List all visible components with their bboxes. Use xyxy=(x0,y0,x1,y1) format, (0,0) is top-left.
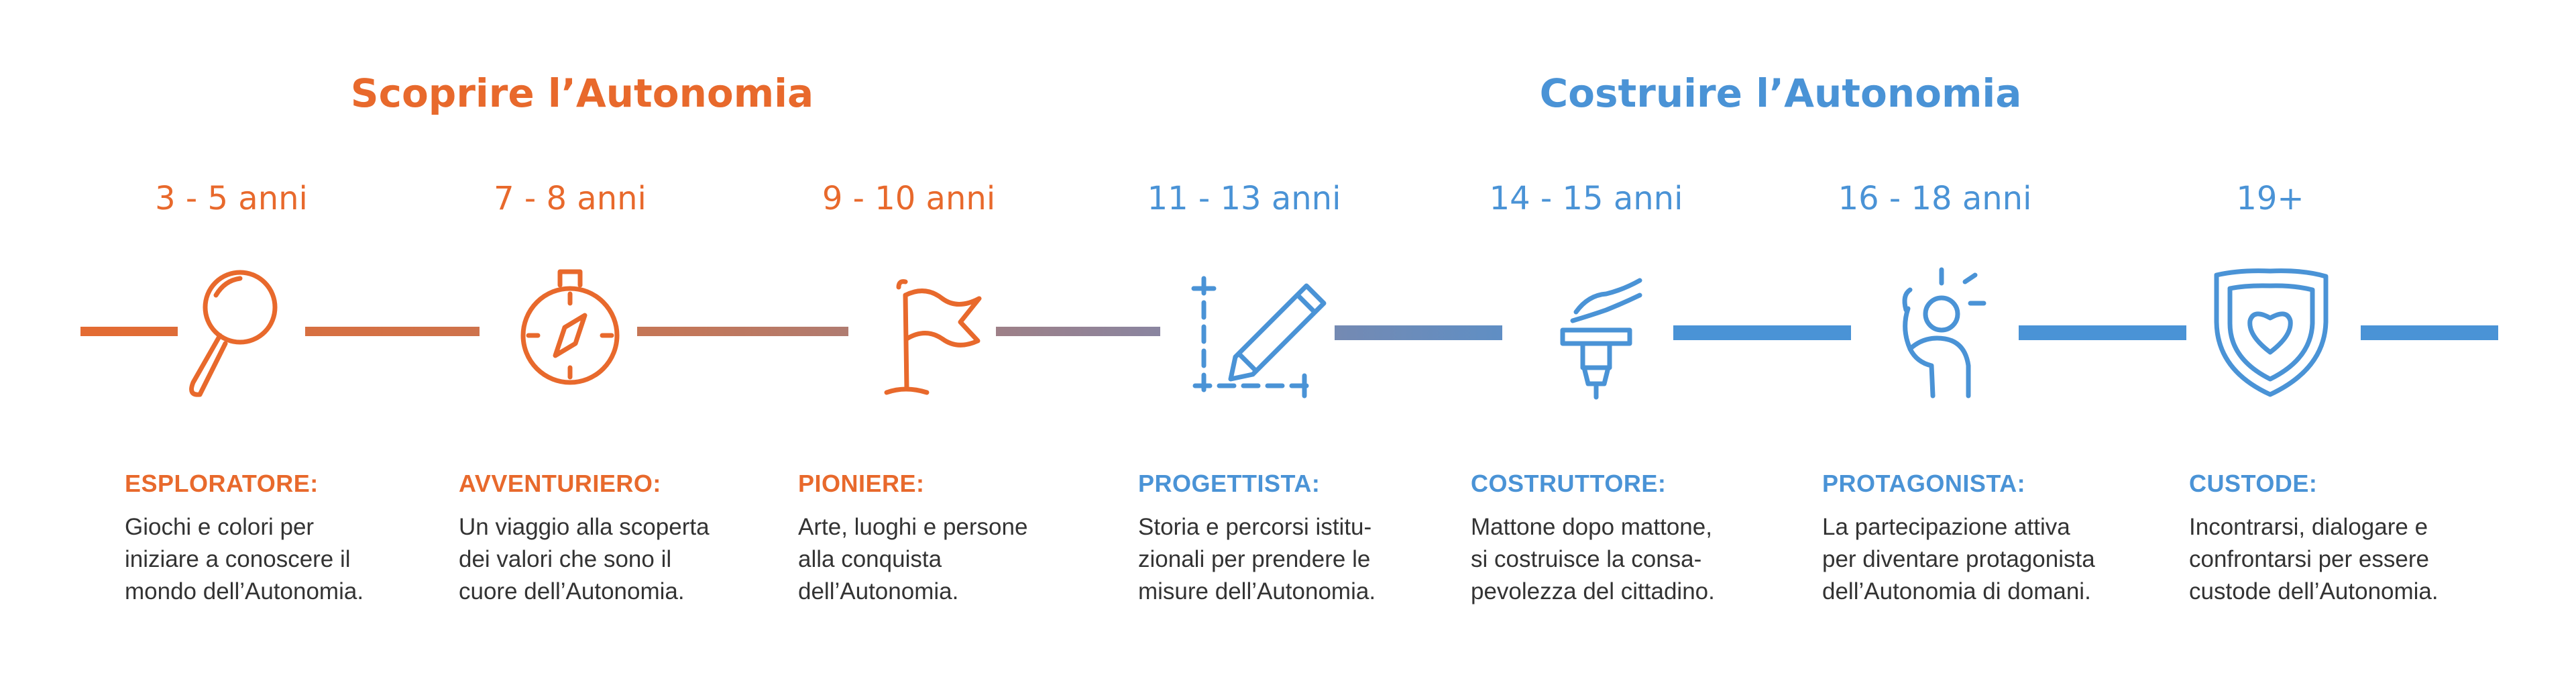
description-line: mondo dell’Autonomia. xyxy=(125,578,364,604)
flag-icon xyxy=(884,279,982,395)
connector-bar xyxy=(80,327,178,336)
description-line: alla conquista xyxy=(798,546,942,572)
description-line: zionali per prendere le xyxy=(1138,546,1371,572)
age-label-3: 9 - 10 anni xyxy=(822,180,996,217)
connector-bar xyxy=(305,327,480,336)
stage-title-costruttore: COSTRUTTORE: xyxy=(1471,470,1667,497)
description-line: La partecipazione attiva xyxy=(1822,514,2070,540)
stage-title-pioniere: PIONIERE: xyxy=(798,470,925,497)
description-line: pevolezza del cittadino. xyxy=(1471,578,1715,604)
stage-title-protagonista: PROTAGONISTA: xyxy=(1822,470,2026,497)
description-line: Giochi e colori per xyxy=(125,514,315,540)
timeline xyxy=(80,267,2498,400)
stage-description-progettista: Storia e percorsi istitu- zionali per pr… xyxy=(1138,511,1453,608)
description-line: confrontarsi per essere xyxy=(2189,546,2429,572)
age-label-2: 7 - 8 anni xyxy=(494,180,647,217)
stage-description-pioniere: Arte, luoghi e persone alla conquista de… xyxy=(798,511,1113,608)
description-line: Un viaggio alla scoperta xyxy=(459,514,710,540)
description-line: dell’Autonomia. xyxy=(798,578,959,604)
stage-title-custode: CUSTODE: xyxy=(2189,470,2318,497)
connector-bar xyxy=(996,327,1160,336)
stage-title-avventuriero: AVVENTURIERO: xyxy=(459,470,661,497)
phase-title-build: Costruire l’Autonomia xyxy=(1539,70,2022,116)
magnifier-icon xyxy=(189,270,278,397)
description-line: Incontrarsi, dialogare e xyxy=(2189,514,2428,540)
age-label-6: 16 - 18 anni xyxy=(1838,180,2032,217)
shield-heart-icon xyxy=(2214,268,2329,397)
pencil-ruler-icon xyxy=(1191,276,1327,399)
description-line: Mattone dopo mattone, xyxy=(1471,514,1712,540)
raised-hand-person-icon xyxy=(1902,267,1986,399)
description-line: dei valori che sono il xyxy=(459,546,672,572)
age-label-4: 11 - 13 anni xyxy=(1147,180,1341,217)
description-line: dell’Autonomia di domani. xyxy=(1822,578,2091,604)
age-label-5: 14 - 15 anni xyxy=(1489,180,1683,217)
connector-bar xyxy=(1335,325,1502,340)
connector-bar xyxy=(637,327,848,336)
timeline-connectors xyxy=(80,325,2498,340)
stage-description-esploratore: Giochi e colori per iniziare a conoscere… xyxy=(125,511,440,608)
compass-icon xyxy=(520,269,620,385)
connector-bar xyxy=(2019,325,2186,340)
trowel-brick-icon xyxy=(1560,278,1642,400)
age-label-1: 3 - 5 anni xyxy=(155,180,308,217)
description-line: iniziare a conoscere il xyxy=(125,546,351,572)
description-line: cuore dell’Autonomia. xyxy=(459,578,685,604)
description-line: per diventare protagonista xyxy=(1822,546,2095,572)
stage-title-progettista: PROGETTISTA: xyxy=(1138,470,1321,497)
stage-description-protagonista: La partecipazione attiva per diventare p… xyxy=(1822,511,2137,608)
description-line: Storia e percorsi istitu- xyxy=(1138,514,1372,540)
age-label-7: 19+ xyxy=(2236,180,2304,217)
description-line: misure dell’Autonomia. xyxy=(1138,578,1376,604)
stage-description-custode: Incontrarsi, dialogare e confrontarsi pe… xyxy=(2189,511,2504,608)
stage-description-avventuriero: Un viaggio alla scoperta dei valori che … xyxy=(459,511,774,608)
description-line: si costruisce la consa- xyxy=(1471,546,1702,572)
stage-title-esploratore: ESPLORATORE: xyxy=(125,470,319,497)
description-line: custode dell’Autonomia. xyxy=(2189,578,2439,604)
connector-bar xyxy=(2361,325,2498,340)
connector-bar xyxy=(1673,325,1851,340)
phase-title-discover: Scoprire l’Autonomia xyxy=(350,70,814,116)
stage-description-costruttore: Mattone dopo mattone, si costruisce la c… xyxy=(1471,511,1786,608)
description-line: Arte, luoghi e persone xyxy=(798,514,1028,540)
